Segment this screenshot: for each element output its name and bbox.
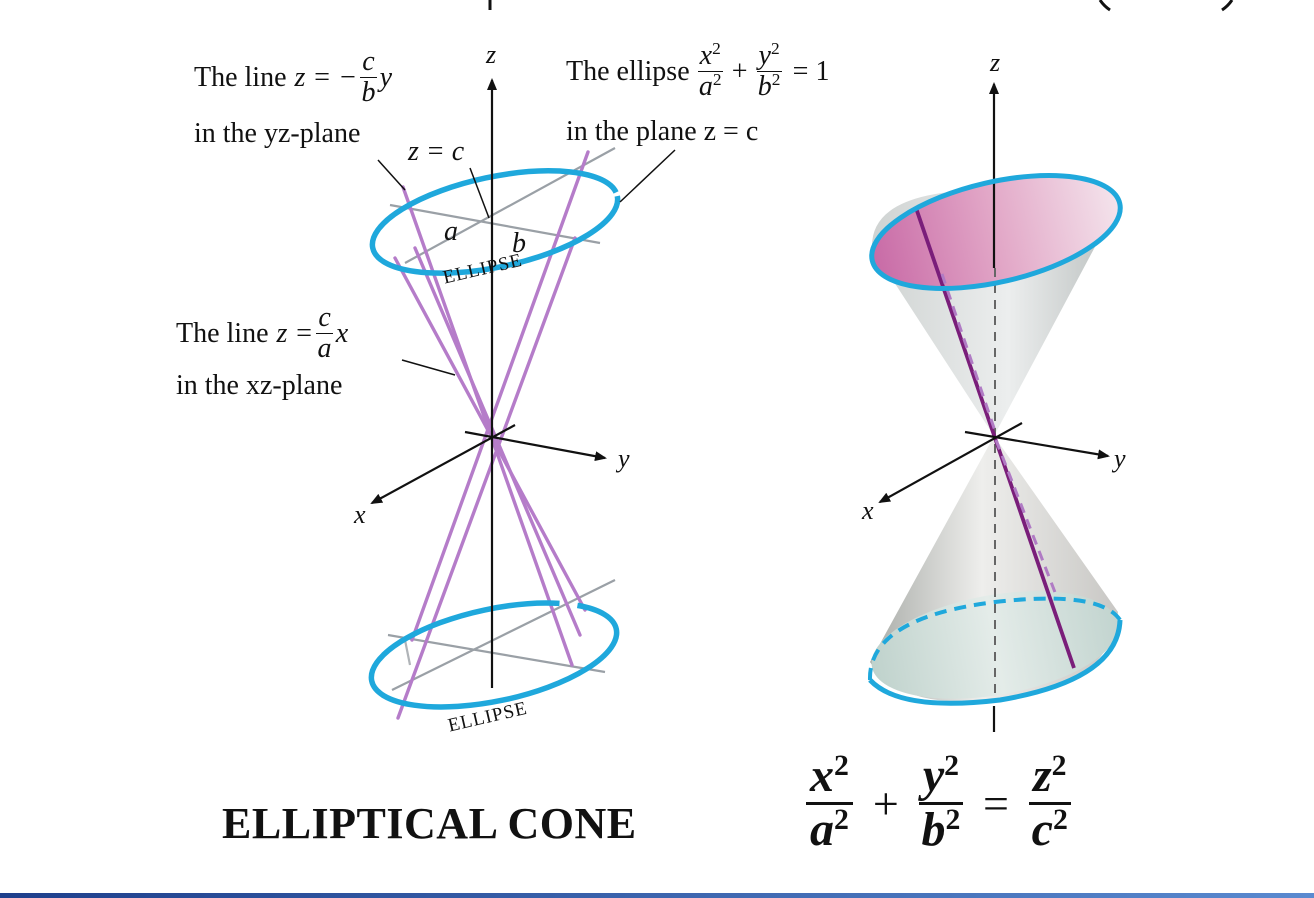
- yz-line-lhs: z = −: [294, 61, 358, 93]
- ellipse-num2: y: [758, 40, 771, 71]
- generator-lines: [393, 150, 590, 720]
- ellipse-num1-exp: 2: [712, 39, 721, 59]
- ellipse-num1: x: [699, 40, 713, 71]
- y-axis-right: [964, 430, 1110, 460]
- generator-back-top: [940, 273, 998, 435]
- x-axis-label-right: x: [862, 496, 874, 525]
- xz-line-label: The line z = c a x: [176, 304, 348, 363]
- ellipse-plus: +: [731, 55, 748, 87]
- eq-den1: a: [810, 803, 834, 856]
- yz-line-den: b: [361, 77, 376, 108]
- yz-line-num: c: [360, 46, 377, 78]
- leader-lines: [377, 149, 676, 376]
- eq-num3: z: [1032, 749, 1052, 802]
- z-axis-label-left: z: [486, 40, 497, 69]
- top-rim: [869, 173, 1123, 291]
- ellipse-den1-exp: 2: [712, 70, 722, 90]
- ellipse-prefix: The ellipse: [566, 55, 690, 87]
- z-equals-c-label: z = c: [408, 136, 465, 167]
- ellipse-frac-y: y2 b2: [756, 39, 782, 102]
- x-axis-label-left: x: [354, 500, 366, 529]
- slide-bottom-rule: [0, 893, 1314, 898]
- ellipse-rhs: = 1: [792, 55, 830, 87]
- eq-term-y: y2 b2: [918, 748, 964, 856]
- yz-line-label: The line z = − c b y: [194, 48, 392, 107]
- bottom-ellipse: [368, 600, 620, 710]
- z-axis-label-right: z: [990, 48, 1001, 77]
- ellipse-num2-exp: 2: [770, 39, 780, 59]
- eq-den2-exp: 2: [945, 802, 961, 836]
- xz-line-num: c: [316, 302, 333, 334]
- x-axis-left: [370, 424, 516, 504]
- ellipse-den2-exp: 2: [771, 70, 781, 90]
- ellipse-den2: b: [757, 71, 772, 102]
- ellipse-den1: a: [698, 71, 713, 102]
- left-figure: [368, 78, 676, 720]
- yz-line-fraction: c b: [360, 46, 377, 108]
- eq-den1-exp: 2: [834, 802, 849, 836]
- eq-plus: +: [872, 777, 899, 829]
- eq-num3-exp: 2: [1051, 748, 1067, 782]
- eq-den2: b: [921, 803, 946, 856]
- eq-term-z: z2 c2: [1028, 748, 1071, 856]
- right-figure: [867, 82, 1123, 732]
- eq-equals: =: [983, 777, 1009, 829]
- xz-line-var: x: [335, 317, 349, 349]
- eq-term-x: x2 a2: [806, 748, 853, 856]
- eq-num1: x: [810, 749, 834, 802]
- x-axis-right: [878, 422, 1023, 503]
- cropped-header-fragment: [488, 0, 1234, 12]
- yz-line-var: y: [379, 61, 393, 93]
- eq-den3-exp: 2: [1052, 802, 1068, 836]
- y-axis-left: [464, 430, 607, 462]
- yz-line-prefix: The line: [194, 61, 287, 93]
- xz-line-lhs: z =: [276, 317, 314, 349]
- ellipse-plane-label: in the plane z = c: [566, 116, 759, 147]
- semi-axis-b-label: b: [512, 228, 526, 259]
- eq-num1-exp: 2: [834, 748, 849, 782]
- xz-plane-label: in the xz-plane: [176, 370, 343, 401]
- diagram-title: ELLIPTICAL CONE: [222, 799, 637, 848]
- semi-axis-a-label: a: [444, 216, 458, 247]
- ellipse-frac-x: x2 a2: [697, 39, 723, 102]
- y-axis-label-left: y: [618, 444, 630, 473]
- eq-num2: y: [922, 749, 945, 802]
- yz-plane-label: in the yz-plane: [194, 118, 361, 149]
- ellipse-label: The ellipse x2 a2 + y2 b2 = 1: [566, 39, 830, 102]
- cone-equation: x2 a2 + y2 b2 = z2 c2: [800, 748, 1077, 856]
- eq-den3: c: [1031, 803, 1053, 856]
- eq-num2-exp: 2: [944, 748, 960, 782]
- bottom-rim-front: [868, 619, 1123, 706]
- generator-back-bottom: [994, 439, 1060, 601]
- xz-line-prefix: The line: [176, 317, 269, 349]
- xz-line-fraction: c a: [316, 302, 333, 364]
- bottom-rim-back: [867, 596, 1122, 681]
- xz-line-den: a: [317, 333, 332, 364]
- top-plane-grid: [389, 147, 616, 264]
- y-axis-label-right: y: [1114, 444, 1126, 473]
